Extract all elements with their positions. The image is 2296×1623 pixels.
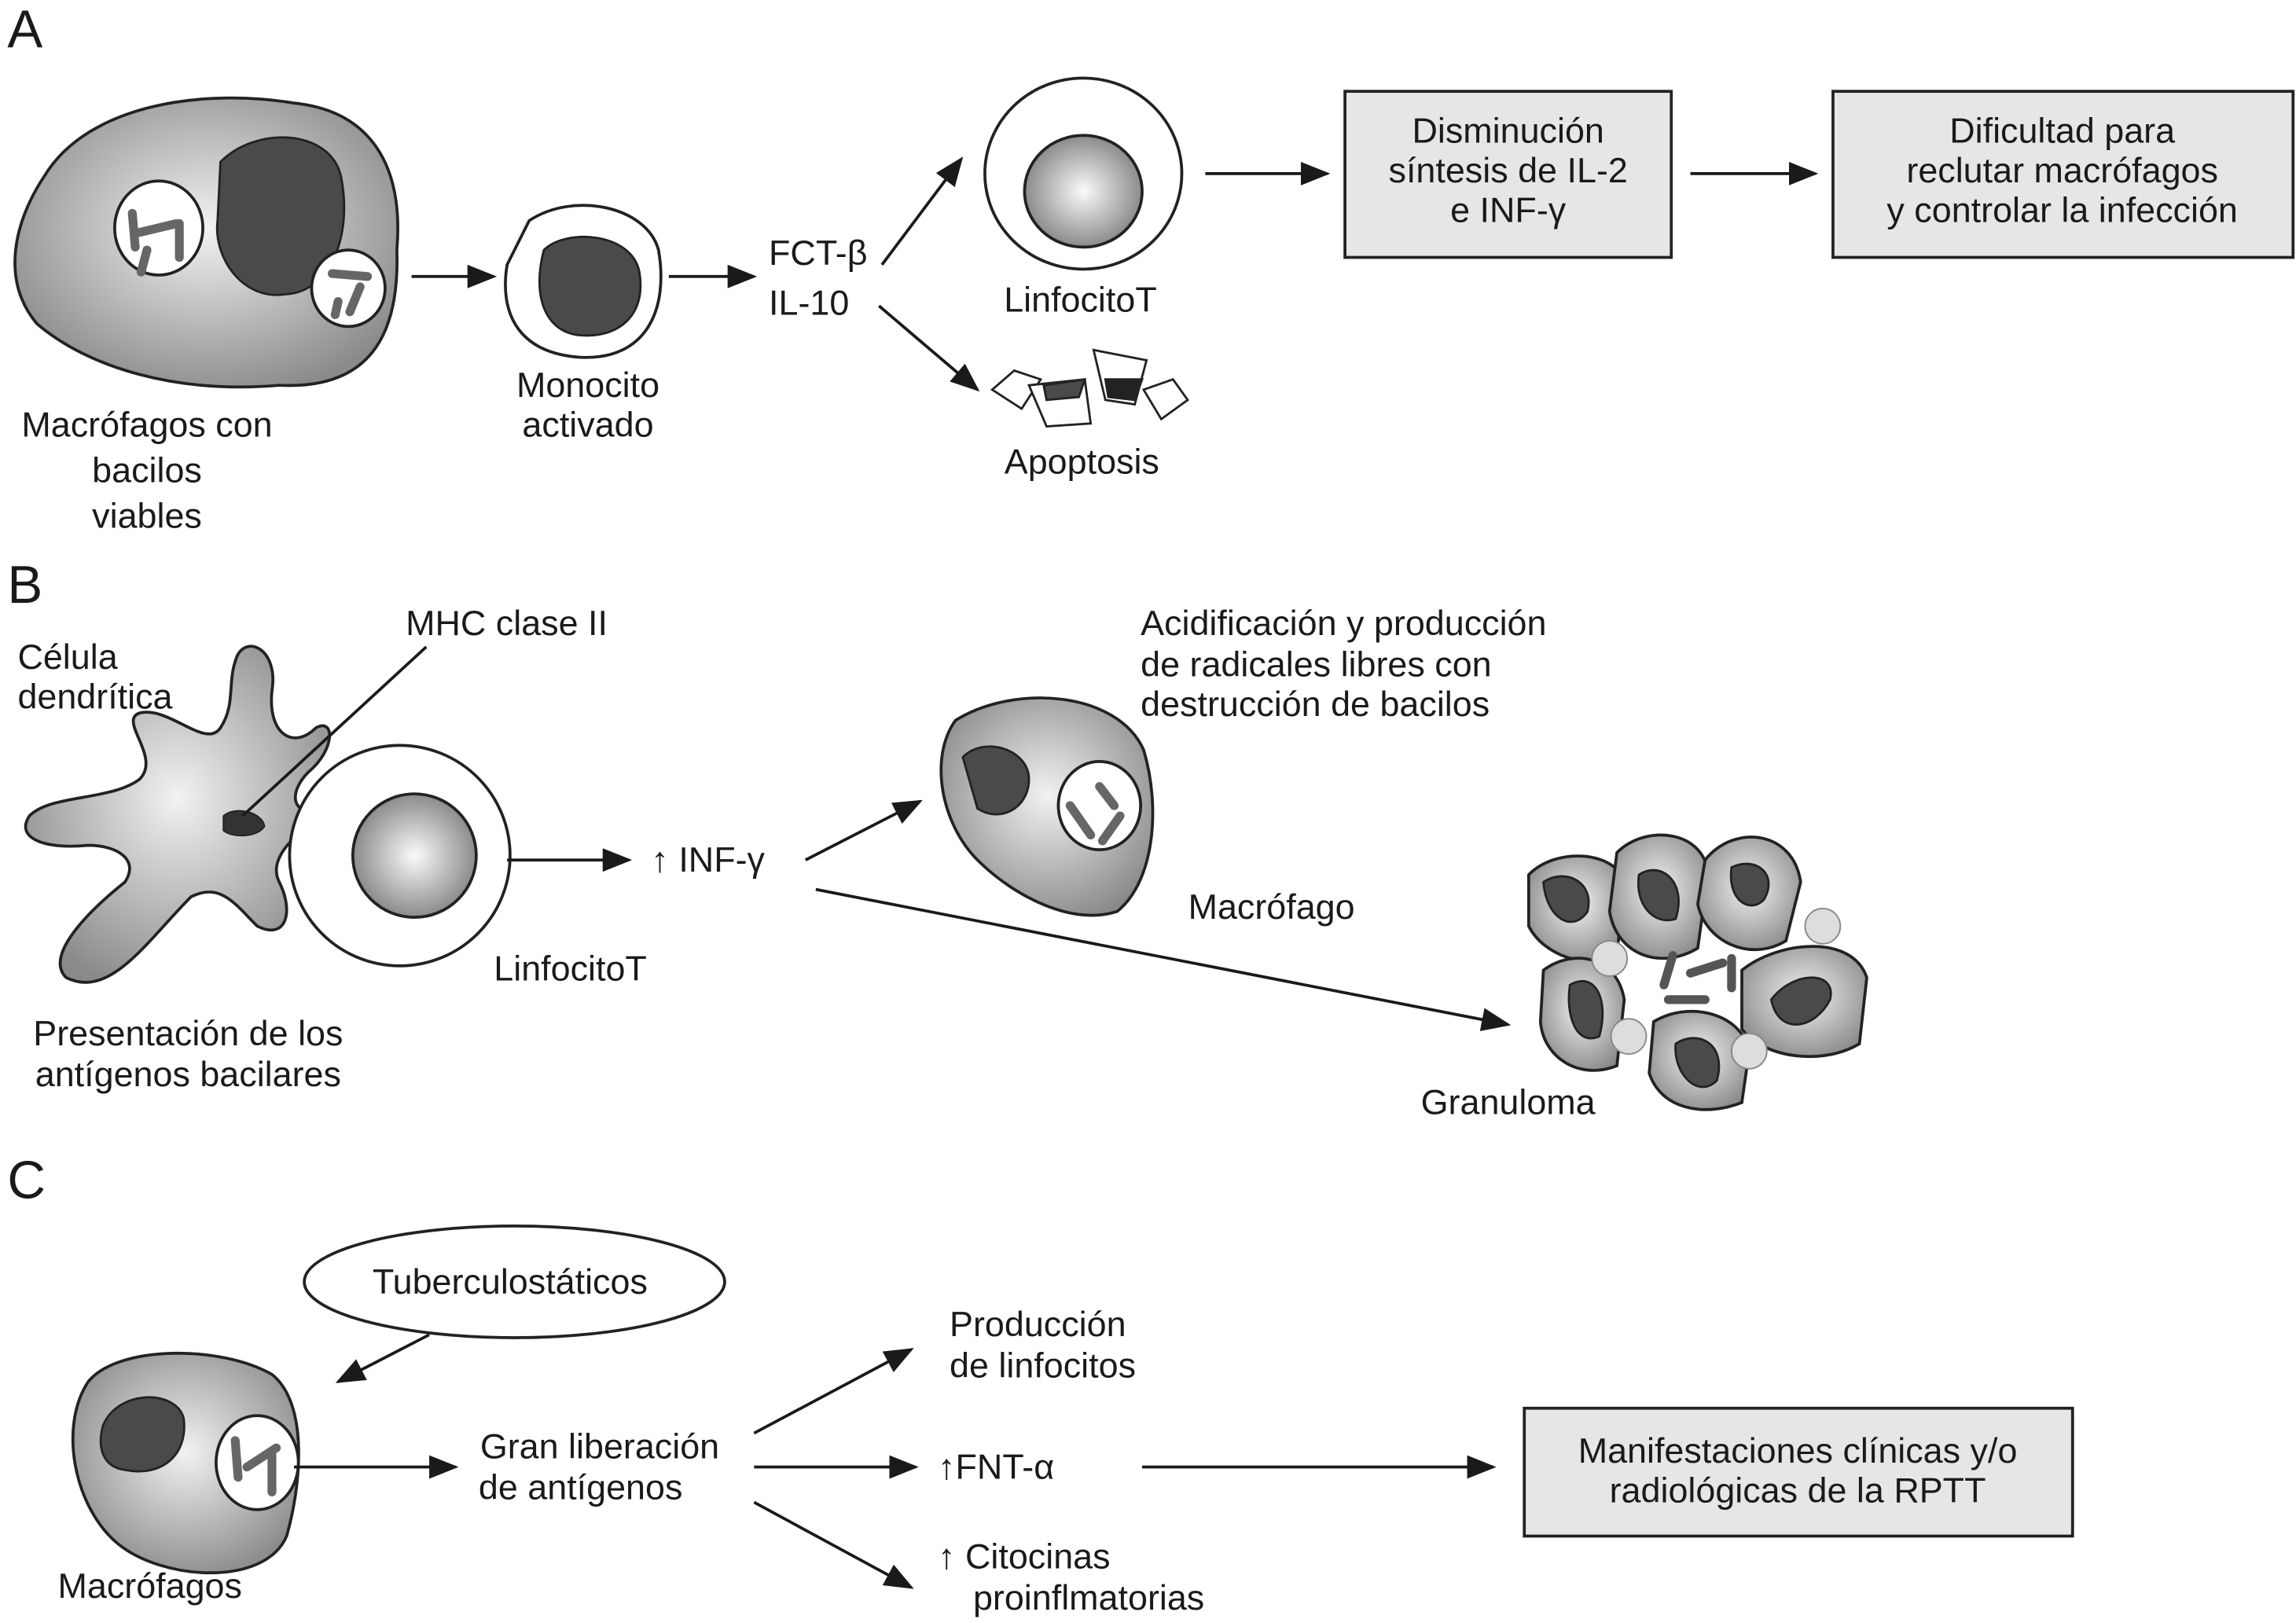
mhc-pointer-line	[241, 645, 428, 817]
acidification-label: de radicales libres con	[1141, 644, 1492, 684]
granuloma-label: Granuloma	[1421, 1082, 1596, 1122]
inf-gamma-label: ↑ INF-γ	[651, 839, 765, 879]
macrophage-label: Macrófago	[1188, 887, 1355, 927]
macrophage-b	[939, 696, 1155, 917]
tuberculostatics-label: Tuberculostáticos	[373, 1261, 648, 1302]
box-line: Dificultad para	[1949, 111, 2175, 151]
arrow	[880, 156, 964, 266]
t-lymphocyte	[983, 76, 1184, 271]
t-lymphocyte-label: LinfocitoT	[494, 949, 647, 989]
t-lymphocyte-label: LinfocitoT	[1004, 280, 1157, 320]
t-lymphocyte-b	[288, 744, 512, 968]
acidification-label: Acidificación y producción	[1141, 603, 1546, 643]
macrophages-label: Macrófagos	[58, 1566, 242, 1606]
dendritic-label: dendrítica	[17, 677, 172, 717]
antigen-release-label: de antígenos	[479, 1467, 683, 1507]
cytokines-label: ↑ Citocinas	[938, 1537, 1110, 1577]
apoptosis-fragments	[990, 348, 1189, 428]
box-line: radiológicas de la RPTT	[1610, 1470, 1986, 1510]
cytokines-label: proinflmatorias	[973, 1577, 1204, 1617]
box-line: Manifestaciones clínicas y/o	[1578, 1430, 2018, 1471]
arrow	[815, 887, 1512, 1031]
panel-c-label: C	[7, 1151, 46, 1210]
acidification-label: destrucción de bacilos	[1141, 684, 1490, 724]
arrow	[804, 799, 923, 861]
tuberculostatics-ellipse	[303, 1224, 726, 1339]
arrow	[753, 1500, 914, 1589]
panel-a-label: A	[7, 0, 42, 59]
monocyte-label: activado	[522, 405, 653, 445]
cytokine-il10: IL-10	[769, 282, 849, 322]
presentation-label: Presentación de los	[33, 1013, 343, 1053]
dendritic-label: Célula	[17, 637, 117, 677]
panel-b-label: B	[7, 556, 42, 615]
macrophage-with-bacilli	[13, 96, 399, 389]
box-line: reclutar macrófagos	[1906, 150, 2218, 190]
arrow	[878, 304, 980, 392]
macrophage-label: viables	[92, 496, 202, 536]
clinical-manifestations-box: Manifestaciones clínicas y/o radiológica…	[1523, 1406, 2074, 1538]
macrophage-label: Macrófagos con	[21, 405, 272, 445]
arrow	[753, 1348, 914, 1435]
lymphocyte-production-label: de linfocitos	[950, 1345, 1136, 1385]
arrow	[335, 1333, 430, 1383]
granuloma	[1526, 833, 1868, 1111]
monocyte-label: Monocito	[516, 365, 659, 405]
box-line: síntesis de IL-2	[1389, 150, 1628, 190]
activated-monocyte	[504, 204, 663, 359]
mhc-label: MHC clase II	[406, 603, 608, 643]
lymphocyte-production-label: Producción	[950, 1304, 1126, 1344]
presentation-label: antígenos bacilares	[35, 1054, 341, 1094]
recruitment-difficulty-box: Dificultad para reclutar macrófagos y co…	[1831, 90, 2295, 259]
box-line: e INF-γ	[1450, 190, 1567, 230]
box-line: Disminución	[1412, 111, 1604, 151]
macrophage-c	[71, 1351, 300, 1574]
antigen-release-label: Gran liberación	[480, 1426, 719, 1466]
fnt-alpha-label: ↑FNT-α	[938, 1446, 1054, 1486]
cytokine-fct-beta: FCT-β	[769, 233, 868, 273]
il2-decrease-box: Disminución síntesis de IL-2 e INF-γ	[1343, 90, 1673, 259]
apoptosis-label: Apoptosis	[1005, 441, 1159, 481]
dendritic-cell	[24, 644, 332, 984]
macrophage-label: bacilos	[92, 450, 202, 490]
box-line: y controlar la infección	[1886, 190, 2237, 230]
